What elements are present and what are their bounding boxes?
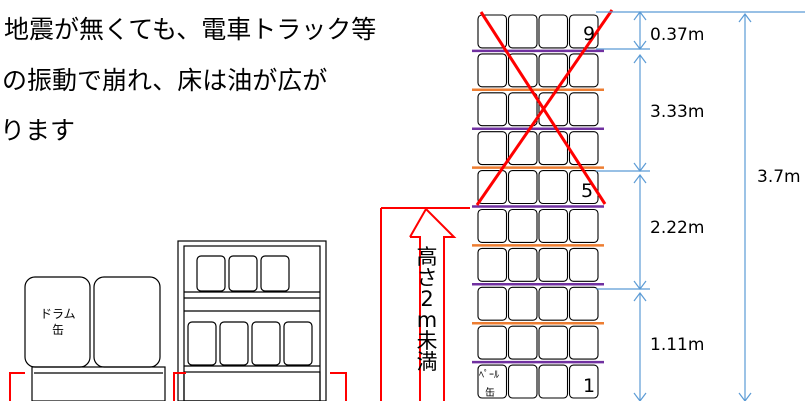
pail-can bbox=[477, 286, 508, 321]
height-char-1: 高 bbox=[416, 245, 438, 269]
pail-can bbox=[477, 92, 508, 127]
dimension-lines bbox=[596, 11, 805, 401]
pail-can bbox=[507, 131, 538, 166]
pail-can bbox=[538, 14, 569, 49]
pail-can bbox=[507, 286, 538, 321]
pail-can bbox=[477, 53, 508, 88]
pail-can bbox=[538, 170, 569, 205]
pail-can bbox=[507, 208, 538, 243]
pail-can bbox=[568, 131, 599, 166]
dim-label-3: 2.22m bbox=[650, 218, 704, 238]
pail-label-line2: 缶 bbox=[485, 386, 495, 399]
drum-label-line1: ドラム bbox=[40, 307, 76, 321]
pail-stack bbox=[472, 14, 604, 399]
pail-can bbox=[507, 364, 538, 399]
height-char-6: 満 bbox=[416, 350, 438, 374]
drum-can-left bbox=[24, 276, 91, 368]
drum-stack bbox=[24, 276, 166, 401]
dim-label-4: 1.11m bbox=[650, 335, 704, 355]
pail-can bbox=[507, 53, 538, 88]
shelf-inner bbox=[183, 245, 321, 401]
pail-can bbox=[477, 247, 508, 282]
pail-can bbox=[477, 325, 508, 360]
pail-can bbox=[568, 364, 599, 399]
shelf-unit bbox=[177, 240, 327, 401]
pail-can bbox=[507, 325, 538, 360]
pail-can bbox=[538, 53, 569, 88]
height-char-5: 未 bbox=[416, 329, 438, 353]
text-line-3: ります bbox=[0, 116, 76, 145]
height-label: 高 さ 2 m 未 満 bbox=[412, 247, 442, 373]
dim-label-1: 0.37m bbox=[650, 25, 704, 45]
stack-number-bottom: 1 bbox=[583, 375, 595, 397]
pail-can bbox=[568, 247, 599, 282]
pail-can bbox=[477, 131, 508, 166]
pail-can bbox=[538, 286, 569, 321]
drum-label-line2: 缶 bbox=[52, 323, 64, 337]
dim-label-2: 3.33m bbox=[650, 102, 704, 122]
pail-can bbox=[568, 286, 599, 321]
pail-label-line1: ﾍﾟｰﾙ bbox=[479, 369, 499, 381]
pail-can bbox=[507, 14, 538, 49]
text-line-1: 地震が無くても、電車トラック等 bbox=[4, 15, 377, 44]
pail-can bbox=[507, 247, 538, 282]
shelf-frame bbox=[177, 240, 327, 401]
pail-can bbox=[538, 247, 569, 282]
pail-can bbox=[507, 170, 538, 205]
up-arrow-shape bbox=[409, 207, 457, 401]
pail-can bbox=[568, 208, 599, 243]
pail-can bbox=[568, 92, 599, 127]
text-line-2: の振動で崩れ、床は油が広が bbox=[2, 66, 328, 95]
drum-base bbox=[31, 366, 166, 401]
height-char-2: さ bbox=[416, 266, 438, 290]
pail-can bbox=[477, 364, 508, 399]
dim-label-total: 3.7m bbox=[757, 167, 801, 187]
pail-can bbox=[477, 170, 508, 205]
stack-number-top: 9 bbox=[583, 23, 595, 45]
height-char-4: m bbox=[416, 308, 438, 332]
pail-can bbox=[538, 325, 569, 360]
pail-can bbox=[477, 208, 508, 243]
pail-can bbox=[507, 92, 538, 127]
pail-can bbox=[568, 325, 599, 360]
pail-can bbox=[538, 208, 569, 243]
height-char-3: 2 bbox=[420, 287, 434, 311]
pail-can bbox=[538, 364, 569, 399]
red-base-outline bbox=[9, 372, 347, 401]
stack-number-middle: 5 bbox=[581, 180, 593, 202]
drum-can-right bbox=[93, 276, 161, 368]
pail-can bbox=[477, 14, 508, 49]
pail-can bbox=[568, 53, 599, 88]
red-cross bbox=[475, 9, 614, 206]
